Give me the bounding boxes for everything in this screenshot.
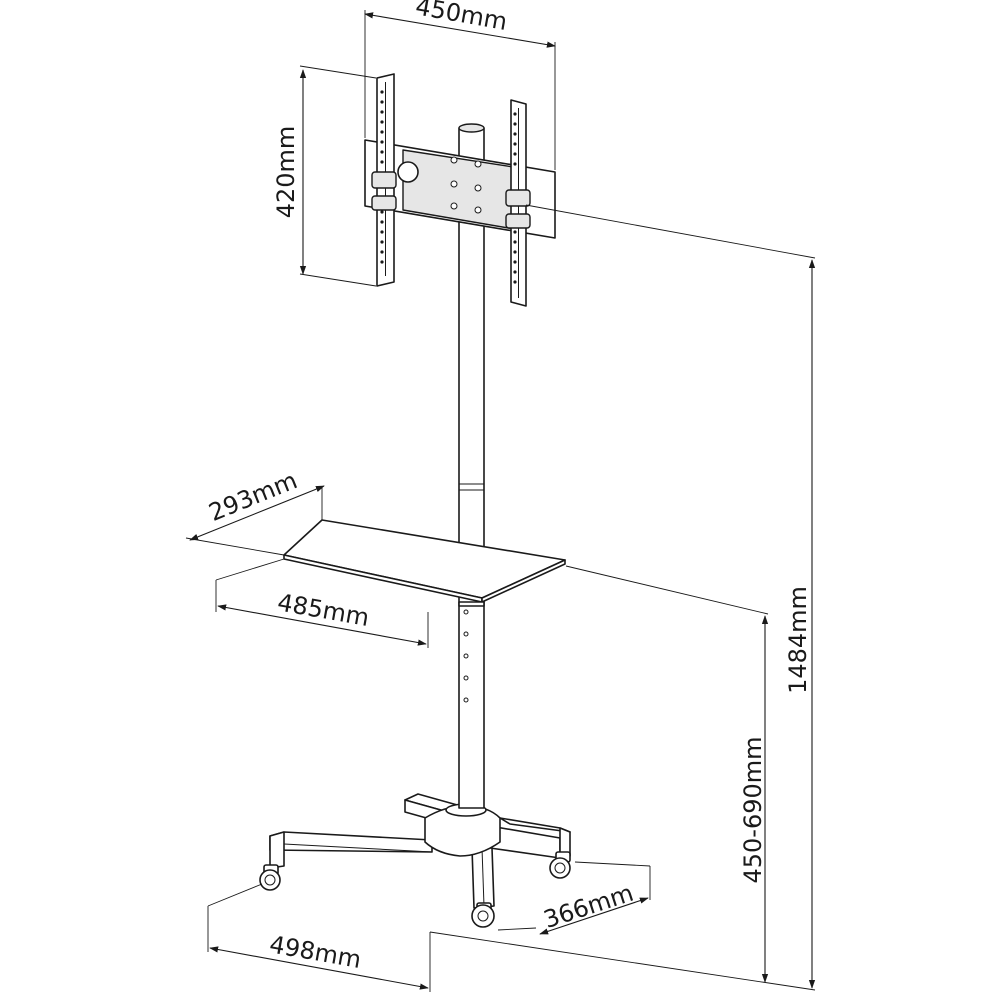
caster-wheel-right bbox=[549, 851, 571, 879]
dimension-label-mount-height: 420mm bbox=[272, 126, 300, 219]
dimension-annotations bbox=[185, 10, 816, 992]
mount-arm-left bbox=[371, 73, 397, 287]
base-leg-front bbox=[471, 847, 495, 909]
caster-wheel-left bbox=[259, 864, 281, 891]
dimension-label-base-depth: 366mm bbox=[540, 879, 637, 934]
base-leg-left bbox=[269, 831, 433, 869]
base-leg-right bbox=[489, 817, 571, 859]
glass-shelf bbox=[283, 519, 566, 607]
pole bbox=[458, 123, 485, 809]
caster-wheel-front bbox=[471, 902, 495, 928]
tv-mount-bracket bbox=[364, 73, 556, 307]
dimension-label-shelf-height-range: 450-690mm bbox=[739, 736, 767, 883]
base-assembly bbox=[259, 793, 571, 928]
mount-arm-right bbox=[505, 99, 531, 307]
base-hub bbox=[424, 803, 501, 857]
dimension-label-shelf-depth: 293mm bbox=[205, 466, 301, 527]
dimension-label-total-height: 1484mm bbox=[784, 586, 812, 694]
